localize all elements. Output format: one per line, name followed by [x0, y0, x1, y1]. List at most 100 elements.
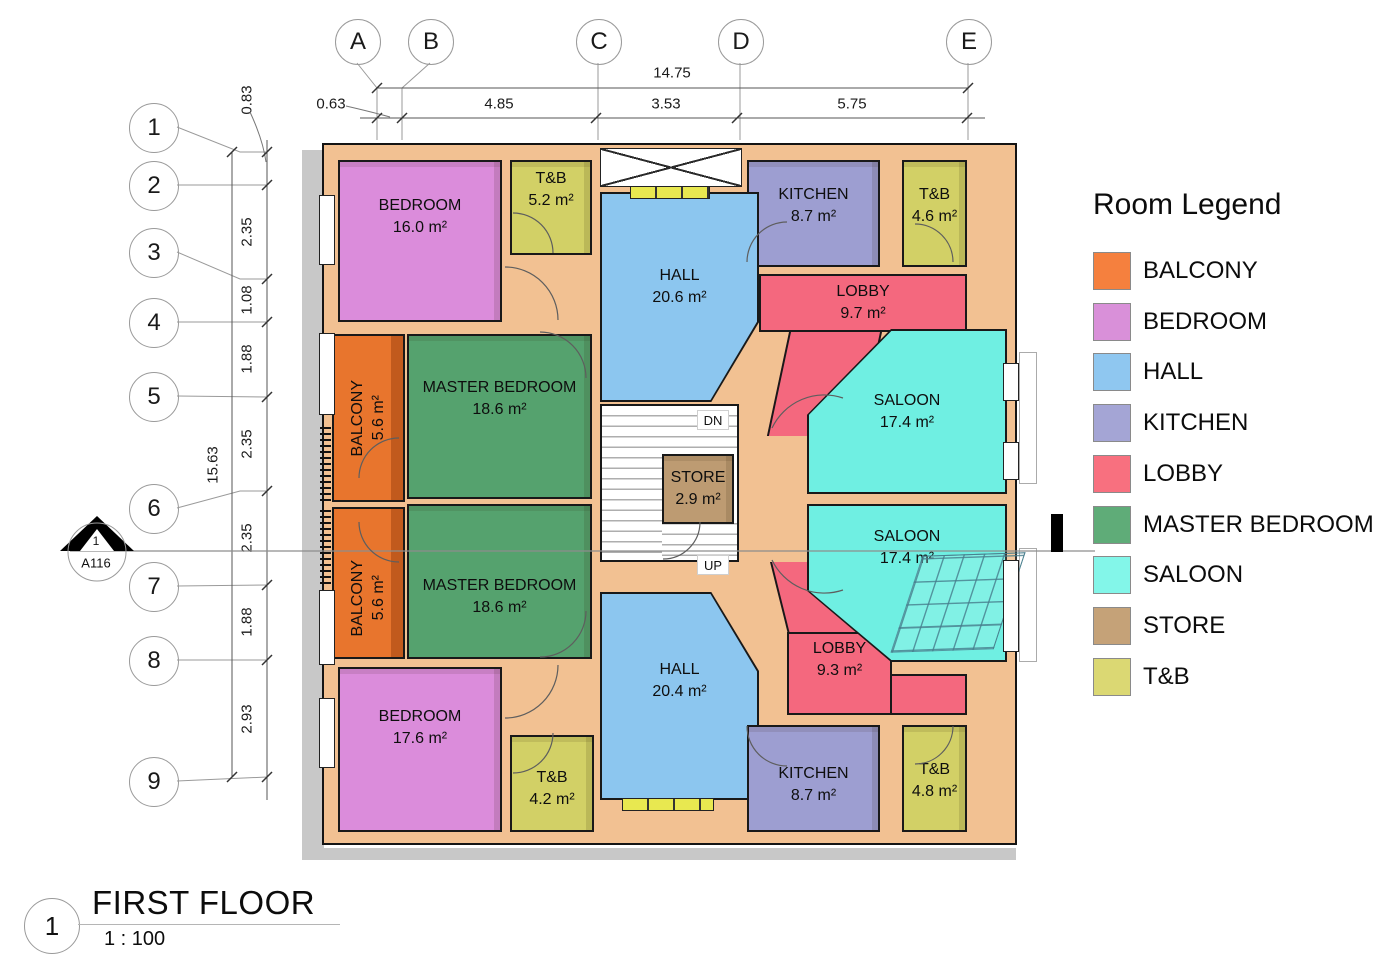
legend-item-bedroom: BEDROOM: [1093, 303, 1267, 341]
legend-label: LOBBY: [1143, 460, 1224, 487]
legend-item-hall: HALL: [1093, 353, 1203, 391]
legend-item-kitchen: KITCHEN: [1093, 404, 1248, 442]
legend-swatch-hall: [1093, 353, 1131, 391]
room-area: 20.4 m²: [652, 683, 707, 700]
legend-title: Room Legend: [1093, 188, 1282, 221]
room-tb-bottom-left: T&B 4.2 m²: [510, 735, 594, 832]
room-area: 4.6 m²: [911, 207, 958, 225]
room-area: 2.9 m²: [675, 491, 721, 508]
room-tb-top-right: T&B 4.6 m²: [902, 160, 967, 267]
grid-column-c: C: [576, 19, 622, 65]
room-name: MASTER BEDROOM: [422, 577, 577, 595]
legend-item-balcony: BALCONY: [1093, 252, 1258, 290]
page-title: FIRST FLOOR: [92, 884, 316, 921]
room-area: 18.6 m²: [472, 400, 527, 418]
window-left-bedroom-bottom: [319, 698, 335, 768]
room-name: MASTER BEDROOM: [422, 378, 577, 396]
title-block-line: [78, 924, 340, 925]
legend-label: STORE: [1143, 612, 1226, 639]
grid-row-1: 1: [129, 103, 179, 153]
window-left-balcony-top: [319, 333, 335, 415]
grid-row-2: 2: [129, 161, 179, 211]
room-name: KITCHEN: [778, 765, 849, 783]
room-name: T&B: [918, 761, 951, 779]
room-area: 20.6 m²: [652, 289, 707, 306]
room-tb-top-left: T&B 5.2 m²: [510, 160, 592, 255]
legend-item-master-bedroom: MASTER BEDROOM: [1093, 506, 1374, 544]
dim-left-seg-6: 2.35: [238, 523, 256, 553]
room-name: BALCONY: [349, 559, 366, 637]
room-label: LOBBY 9.3 m²: [789, 634, 890, 713]
room-area: 8.7 m²: [790, 787, 837, 804]
room-name: BEDROOM: [378, 197, 462, 215]
dim-left-seg-1: 0.83: [238, 85, 256, 115]
room-name: T&B: [918, 185, 951, 203]
room-kitchen-top: KITCHEN 8.7 m²: [747, 160, 880, 267]
room-name: STORE: [670, 469, 726, 487]
room-area: 5.2 m²: [528, 191, 574, 209]
room-area: 5.6 m²: [370, 395, 387, 441]
legend-label: BEDROOM: [1143, 308, 1268, 335]
room-area: 8.7 m²: [790, 207, 837, 225]
dim-left-seg-3: 1.08: [238, 285, 256, 315]
dim-left-seg-8: 2.93: [238, 704, 256, 734]
room-name: SALOON: [873, 528, 941, 546]
balcony-railing-bottom: [320, 510, 331, 585]
legend-item-store: STORE: [1093, 607, 1225, 645]
dim-top-seg-1: 0.63: [316, 95, 346, 113]
balcony-railing-top: [320, 427, 331, 502]
room-area: 4.2 m²: [529, 790, 575, 808]
room-balcony-top: BALCONY 5.6 m²: [332, 334, 405, 502]
room-area: 16.0 m²: [392, 219, 448, 236]
room-store: STORE 2.9 m²: [662, 454, 734, 524]
room-hall-bottom: HALL 20.4 m²: [600, 592, 759, 800]
grid-row-5: 5: [129, 372, 179, 422]
room-name: KITCHEN: [778, 185, 849, 203]
window-right-saloon-top-1: [1003, 363, 1019, 401]
stair-treads: [602, 406, 662, 560]
room-lobby-bottom-band: [890, 674, 967, 715]
stair-down-label: DN: [697, 410, 729, 430]
room-master-bedroom-top: MASTER BEDROOM 18.6 m²: [407, 334, 592, 499]
grid-row-8: 8: [129, 636, 179, 686]
roof-void-x-brace: [600, 148, 742, 187]
dim-top-seg-4: 5.75: [837, 95, 867, 113]
room-label: LOBBY 9.7 m²: [761, 276, 965, 330]
building-shadow-bottom: [302, 848, 1016, 860]
grid-column-d: D: [718, 19, 764, 65]
dim-left-seg-7: 1.88: [238, 607, 256, 637]
dim-top-total: 14.75: [653, 64, 691, 82]
room-name: LOBBY: [812, 639, 867, 657]
dim-top-seg-3: 3.53: [651, 95, 681, 113]
room-lobby-top: LOBBY 9.7 m²: [759, 274, 967, 332]
dim-top-seg-2: 4.85: [484, 95, 514, 113]
room-hall-top: HALL 20.6 m²: [600, 192, 759, 402]
room-name: SALOON: [873, 391, 941, 409]
legend-swatch-kitchen: [1093, 404, 1131, 442]
room-area: 5.6 m²: [370, 575, 387, 621]
room-label: SALOON 17.4 m²: [807, 329, 1007, 494]
window-left-balcony-bottom: [319, 590, 335, 665]
legend-label: HALL: [1143, 358, 1204, 385]
legend-label: BALCONY: [1143, 257, 1258, 284]
room-name: T&B: [535, 170, 567, 187]
grid-row-6: 6: [129, 484, 179, 534]
section-line-end-bar: [1051, 514, 1063, 552]
room-area: 9.7 m²: [840, 305, 886, 322]
window-sill-top: [630, 186, 710, 199]
room-name: BALCONY: [349, 379, 366, 457]
stair-up-label: UP: [697, 555, 729, 575]
room-area: 18.6 m²: [472, 599, 527, 616]
room-area: 17.6 m²: [392, 729, 448, 747]
legend-swatch-tb: [1093, 658, 1131, 696]
dim-left-seg-5: 2.35: [238, 429, 256, 459]
dim-left-seg-4: 1.88: [238, 344, 256, 374]
legend-swatch-saloon: [1093, 556, 1131, 594]
legend-swatch-store: [1093, 607, 1131, 645]
room-bedroom-bottom: BEDROOM 17.6 m²: [338, 667, 502, 832]
dim-left-total: 15.63: [204, 446, 222, 484]
room-lobby-bottom: LOBBY 9.3 m²: [787, 632, 892, 715]
room-name: HALL: [659, 661, 700, 679]
legend-item-tb: T&B: [1093, 658, 1190, 696]
room-name: BEDROOM: [378, 707, 462, 725]
